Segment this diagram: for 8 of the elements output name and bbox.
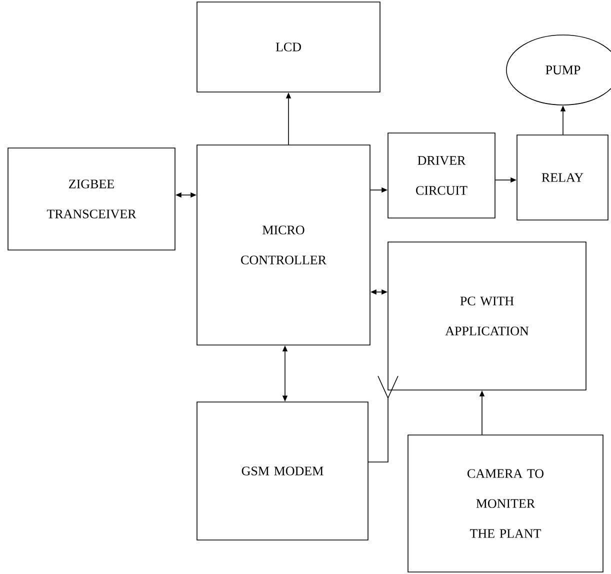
block-box: DRIVER CIRCUIT: [388, 132, 496, 218]
block-box: CAMERA TO MONITER THE PLANT: [408, 434, 604, 572]
block-box: GSM MODEM: [196, 402, 368, 540]
block-box: PC WITH APPLICATION: [388, 242, 586, 390]
block-box: RELAY: [516, 134, 608, 220]
block-box: MICRO CONTROLLER: [196, 144, 370, 346]
block-box: ZIGBEE TRANSCEIVER: [8, 148, 176, 250]
block-box: LCD: [196, 2, 380, 92]
